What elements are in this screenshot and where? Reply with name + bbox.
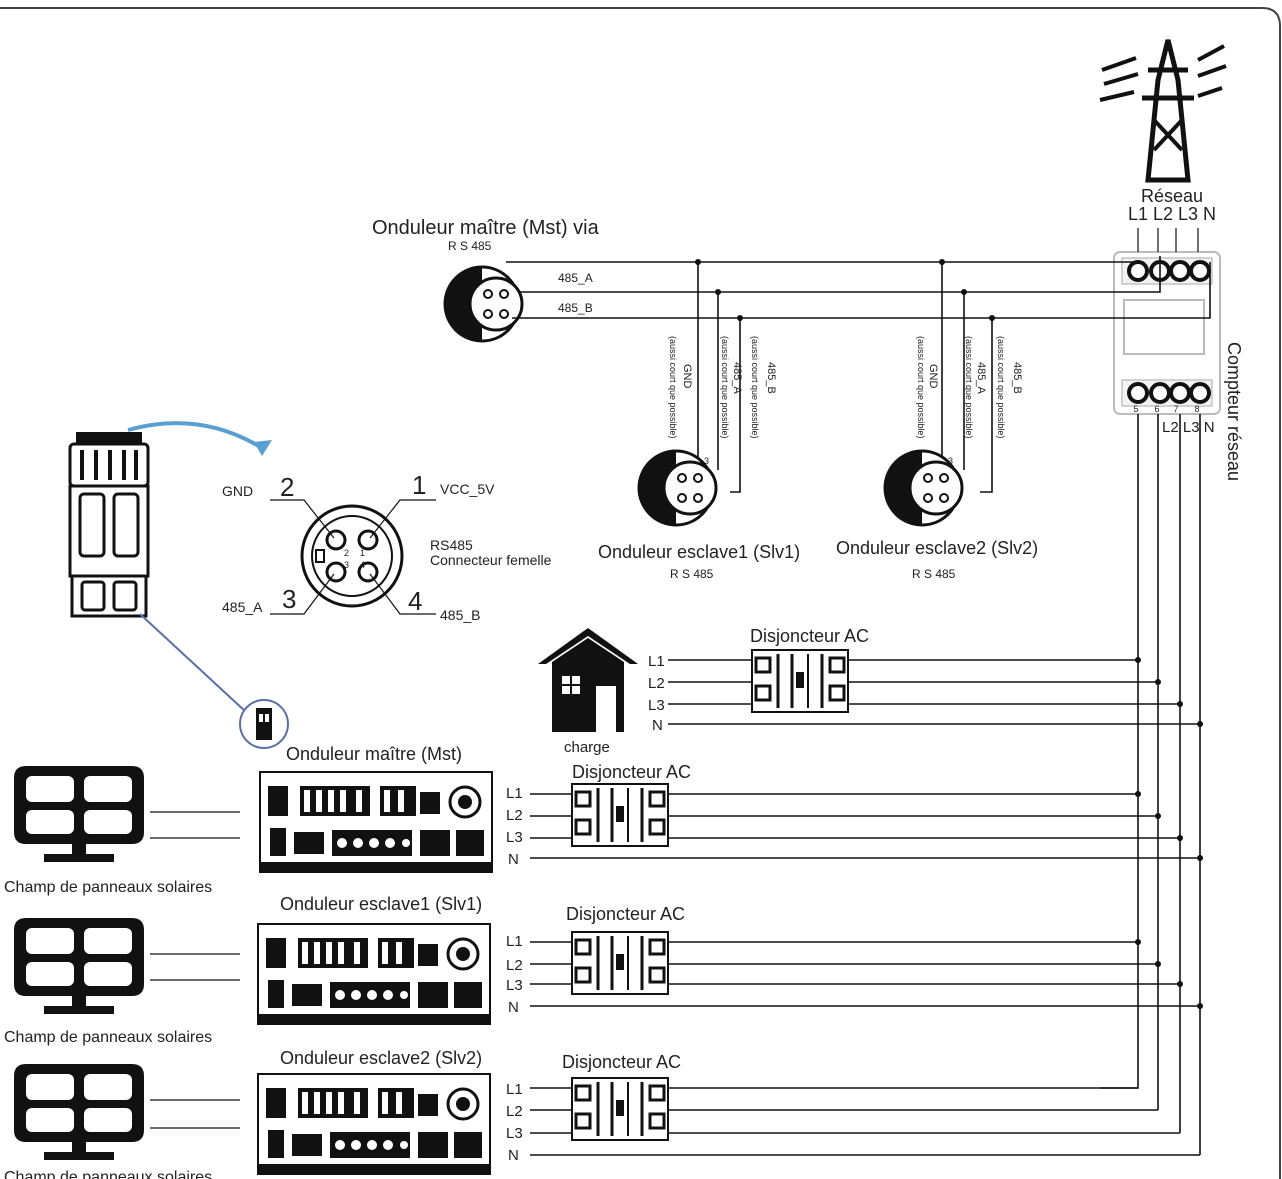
load-phase-n: N — [652, 717, 663, 734]
slave1-rs485-sub: R S 485 — [670, 567, 714, 581]
master-line-a: 485_A — [558, 271, 593, 285]
load-phase-l3: L3 — [648, 697, 665, 714]
meter-terminal-8: 8 — [1194, 404, 1199, 414]
inverter-slave1-icon — [256, 922, 492, 1026]
meter-terminal-5: 5 — [1133, 404, 1138, 414]
connector-pin1-name: VCC_5V — [440, 481, 495, 497]
load-phase-l2: L2 — [648, 675, 665, 692]
inverter-port-zoom-icon — [239, 699, 289, 749]
grid-phases: L1 L2 L3 N — [1128, 204, 1216, 224]
breaker-master-icon — [570, 782, 670, 848]
breaker-slave2-title: Disjoncteur AC — [562, 1052, 681, 1072]
master-phase-n: N — [508, 851, 519, 868]
slave2-phase-n: N — [508, 1147, 519, 1164]
slv2-pin-3: 3 — [948, 456, 953, 466]
connector-inner-4: 4 — [360, 560, 365, 570]
connector-inner-3: 3 — [344, 560, 349, 570]
master-rs485-sub: R S 485 — [448, 239, 492, 253]
slv1-pin-3: 3 — [704, 456, 709, 466]
connector-pin4-name: 485_B — [440, 607, 480, 623]
power-tower-icon — [1099, 39, 1227, 183]
breaker-slave1-title: Disjoncteur AC — [566, 904, 685, 924]
slave2-phase-l1: L1 — [506, 1081, 523, 1098]
inverter-row-slave2: Onduleur esclave2 (Slv2) Champ de pannea… — [4, 1048, 1200, 1179]
solar-panel-master-icon — [14, 766, 144, 862]
slave2-phase-l3: L3 — [506, 1125, 523, 1142]
slave1-phase-l2: L2 — [506, 957, 523, 974]
load-label: charge — [564, 739, 610, 756]
inverter-row-master: Onduleur maître (Mst) Champ de panneaux … — [4, 744, 1203, 896]
meter-label: Compteur réseau — [1224, 342, 1244, 481]
solar-slave1-label: Champ de panneaux solaires — [4, 1029, 212, 1046]
connector-pin3-name: 485_A — [222, 599, 263, 615]
connector-pin3-num: 3 — [282, 584, 296, 614]
connector-inner-1: 1 — [360, 548, 365, 558]
connector-pin2-name: GND — [222, 483, 253, 499]
slave1-rs485-title: Onduleur esclave1 (Slv1) — [598, 542, 800, 562]
slv2-wire-a: 485_A — [975, 362, 987, 394]
grid-title: Réseau — [1141, 186, 1203, 206]
slave1-phase-l1: L1 — [506, 933, 523, 950]
connector-pin2-num: 2 — [280, 472, 294, 502]
solar-panel-slave2-icon — [14, 1064, 144, 1160]
grid-meter — [1113, 251, 1221, 415]
slave2-rs485-title: Onduleur esclave2 (Slv2) — [836, 538, 1038, 558]
meter-terminal-6: 6 — [1154, 404, 1159, 414]
slv1-wire-gnd: GND — [681, 364, 693, 389]
slave1-phase-l3: L3 — [506, 977, 523, 994]
master-phase-l1: L1 — [506, 785, 523, 802]
slv2-wire-b: 485_B — [1011, 362, 1023, 394]
breaker-slave2-icon — [570, 1076, 670, 1142]
slv1-note-gnd: (aussi court que possible) — [668, 336, 678, 439]
inverter-slave1-title: Onduleur esclave1 (Slv1) — [280, 894, 482, 914]
meter-terminal-7: 7 — [1173, 404, 1178, 414]
inverter-slave2-icon — [256, 1072, 492, 1176]
slv1-wire-b: 485_B — [765, 362, 777, 394]
master-rs485-plug-icon — [443, 265, 524, 343]
connector-inner-2: 2 — [344, 548, 349, 558]
inverter-row-slave1: Onduleur esclave1 (Slv1) Champ de pannea… — [4, 894, 1203, 1046]
slv2-note-gnd: (aussi court que possible) — [916, 336, 926, 439]
load-phase-l1: L1 — [648, 653, 665, 670]
master-phase-l3: L3 — [506, 829, 523, 846]
slv1-note-a: (aussi court que possible) — [720, 336, 730, 439]
slave2-phase-l2: L2 — [506, 1103, 523, 1120]
connector-title-line1: RS485 — [430, 537, 473, 553]
connector-pin4-num: 4 — [408, 586, 422, 616]
slv2-note-b: (aussi court que possible) — [996, 336, 1006, 439]
master-rs485-title: Onduleur maître (Mst) via — [372, 217, 600, 239]
master-line-b: 485_B — [558, 301, 593, 315]
slave1-phase-n: N — [508, 999, 519, 1016]
rs485-female-connector-icon — [300, 504, 404, 608]
meter-bottom-labels: L2 L3 N — [1162, 419, 1215, 436]
slv1-note-b: (aussi court que possible) — [750, 336, 760, 439]
slv1-wire-a: 485_A — [731, 362, 743, 394]
rs485-cable-connector-icon — [68, 432, 150, 618]
breaker-master-title: Disjoncteur AC — [572, 762, 691, 782]
connector-pin1-num: 1 — [412, 470, 426, 500]
slv2-wire-gnd: GND — [927, 364, 939, 389]
inverter-slave2-title: Onduleur esclave2 (Slv2) — [280, 1048, 482, 1068]
master-phase-l2: L2 — [506, 807, 523, 824]
solar-panel-slave1-icon — [14, 918, 144, 1014]
inverter-master-icon — [258, 770, 494, 874]
slv2-note-a: (aussi court que possible) — [964, 336, 974, 439]
connector-title-line2: Connecteur femelle — [430, 552, 552, 568]
breaker-slave1-icon — [570, 930, 670, 996]
load-breaker-title: Disjoncteur AC — [750, 626, 869, 646]
slave2-rs485-sub: R S 485 — [912, 567, 956, 581]
load-ac-breaker-icon — [750, 648, 850, 714]
inverter-master-title: Onduleur maître (Mst) — [286, 744, 462, 764]
house-load-icon — [538, 628, 638, 732]
solar-master-label: Champ de panneaux solaires — [4, 879, 212, 896]
solar-slave2-label: Champ de panneaux solaires — [4, 1169, 212, 1179]
